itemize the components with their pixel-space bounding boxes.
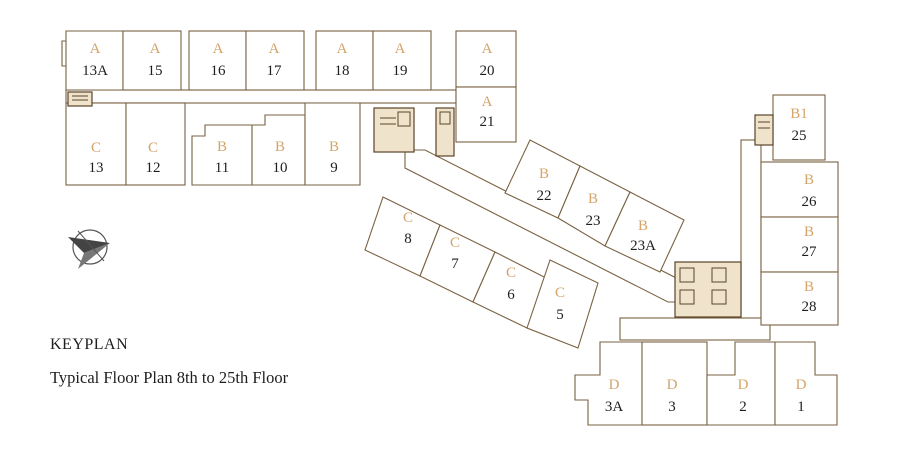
- unit-type-label: B: [588, 191, 598, 207]
- corridors: [65, 89, 771, 341]
- unit-type-label: C: [403, 210, 413, 226]
- unit-number-label: 23: [586, 213, 601, 229]
- unit-type-label: B: [539, 166, 549, 182]
- unit-17-outline: [245, 30, 305, 91]
- unit-3-outline: [641, 341, 708, 426]
- unit-type-label: A: [482, 94, 493, 110]
- unit-12-outline: [125, 102, 186, 186]
- unit-26-outline: [760, 161, 839, 218]
- unit-type-label: B: [275, 139, 285, 155]
- unit-number-label: 5: [556, 307, 564, 323]
- unit-number-label: 18: [335, 63, 350, 79]
- unit-number-label: 11: [215, 160, 229, 176]
- unit-number-label: 13: [89, 160, 104, 176]
- unit-number-label: 26: [802, 194, 818, 210]
- unit-type-label: B: [804, 224, 814, 240]
- unit-number-label: 25: [792, 128, 807, 144]
- unit-type-label: B: [217, 139, 227, 155]
- unit-19-outline: [372, 30, 432, 91]
- unit-number-label: 16: [211, 63, 227, 79]
- unit-27-outline: [760, 216, 839, 273]
- unit-11-outline: [191, 124, 253, 186]
- unit-28-outline: [760, 271, 839, 326]
- unit-23A-outline: [604, 191, 685, 273]
- lift-core-2: [435, 107, 455, 157]
- unit-5-outline: [526, 259, 599, 349]
- unit-number-label: 23A: [630, 238, 656, 254]
- unit-type-label: B1: [790, 106, 808, 122]
- unit-number-label: 21: [480, 114, 495, 130]
- unit-type-label: C: [91, 140, 101, 156]
- unit-number-label: 8: [404, 231, 412, 247]
- unit-number-label: 19: [393, 63, 408, 79]
- unit-number-label: 13A: [82, 63, 108, 79]
- unit-number-label: 28: [802, 299, 817, 315]
- service-cores: [67, 91, 774, 318]
- south-corridor: [619, 317, 771, 341]
- unit-number-label: 3A: [605, 399, 624, 415]
- unit-1-outline: [774, 341, 838, 426]
- keyplan-title: KEYPLAN: [50, 336, 129, 353]
- unit-number-label: 7: [451, 256, 459, 272]
- unit-16-outline: [188, 30, 247, 91]
- stair-core-west: [67, 91, 93, 107]
- unit-13-outline: [65, 102, 127, 186]
- unit-type-label: A: [213, 41, 224, 57]
- unit-type-label: A: [482, 41, 493, 57]
- unit-type-label: B: [804, 172, 814, 188]
- unit-number-label: 22: [537, 188, 552, 204]
- unit-number-label: 17: [267, 63, 283, 79]
- main-corridor: [65, 89, 457, 104]
- unit-type-label: C: [555, 285, 565, 301]
- unit-number-label: 2: [739, 399, 747, 415]
- unit-number-label: 20: [480, 63, 495, 79]
- unit-21-outline: [455, 86, 517, 143]
- unit-type-label: D: [667, 377, 678, 393]
- unit-number-label: 12: [146, 160, 161, 176]
- unit-number-label: 6: [507, 287, 515, 303]
- unit-type-label: C: [506, 265, 516, 281]
- unit-type-label: A: [337, 41, 348, 57]
- stair-core-east: [754, 114, 774, 146]
- unit-type-label: B: [804, 279, 814, 295]
- unit-type-label: B: [638, 218, 648, 234]
- unit-number-label: 1: [797, 399, 805, 415]
- unit-type-label: D: [609, 377, 620, 393]
- unit-number-label: 3: [668, 399, 676, 415]
- unit-9-outline: [304, 102, 361, 186]
- unit-type-label: A: [269, 41, 280, 57]
- unit-number-label: 27: [802, 244, 818, 260]
- unit-number-label: 15: [148, 63, 163, 79]
- unit-type-label: C: [450, 235, 460, 251]
- north-arrow-icon: [68, 229, 110, 269]
- floor-plan-subtitle: Typical Floor Plan 8th to 25th Floor: [50, 368, 289, 387]
- unit-type-label: D: [796, 377, 807, 393]
- unit-18-outline: [315, 30, 374, 91]
- unit-13A-outline: [61, 30, 124, 91]
- unit-outlines: [61, 30, 839, 426]
- unit-number-label: 9: [330, 160, 338, 176]
- unit-number-label: 10: [273, 160, 288, 176]
- unit-type-label: A: [395, 41, 406, 57]
- unit-type-label: C: [148, 140, 158, 156]
- unit-type-label: B: [329, 139, 339, 155]
- unit-type-label: A: [90, 41, 101, 57]
- unit-20-outline: [455, 30, 517, 88]
- lift-core-1: [373, 107, 415, 153]
- unit-type-label: A: [150, 41, 161, 57]
- unit-type-label: D: [738, 377, 749, 393]
- east-corridor: [740, 139, 762, 326]
- unit-15-outline: [122, 30, 182, 91]
